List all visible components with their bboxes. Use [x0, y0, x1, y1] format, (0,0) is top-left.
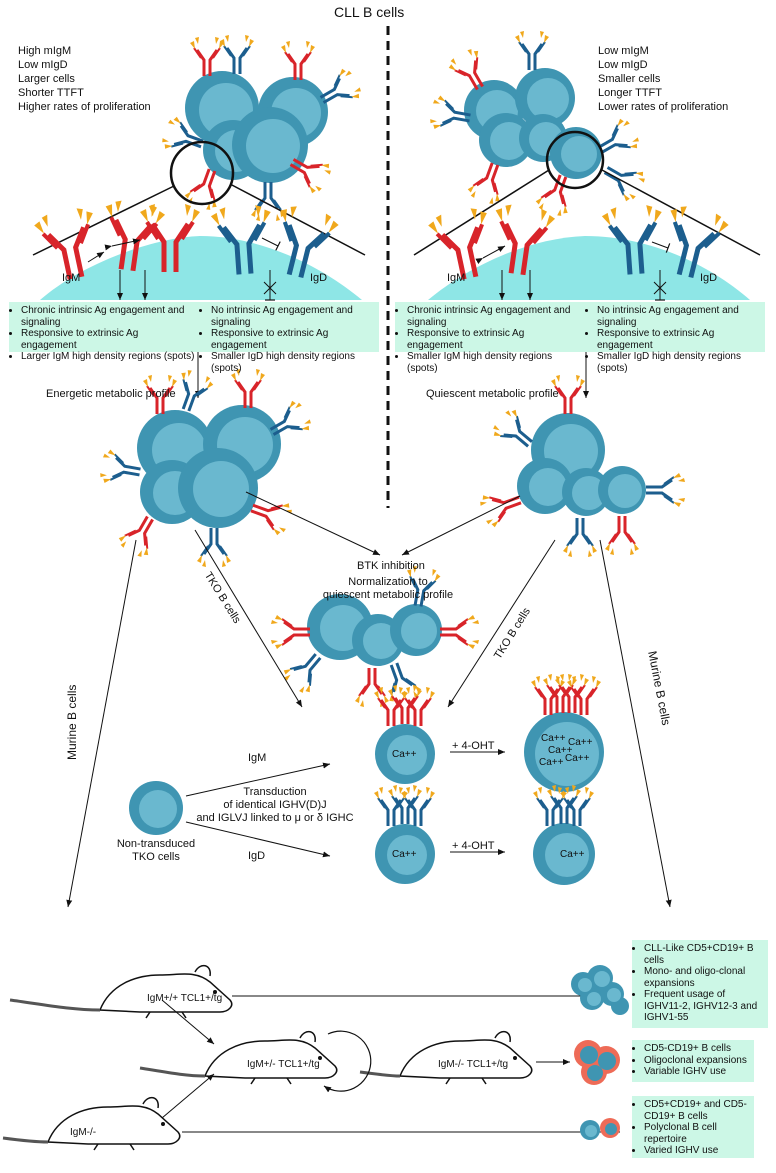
box-item: Chronic intrinsic Ag engagement and sign… [407, 305, 581, 328]
box-left-igd: No intrinsic Ag engagement and signaling… [199, 302, 379, 374]
box-item: Chronic intrinsic Ag engagement and sign… [21, 305, 195, 328]
energetic-cluster [97, 366, 316, 569]
box-right-igd: No intrinsic Ag engagement and signaling… [585, 302, 765, 374]
outcome-item: Varied IGHV use [644, 1145, 750, 1157]
zoom-circle-left [169, 140, 235, 206]
ca-label: Ca++ [568, 737, 593, 748]
left-trait: Larger cells [18, 73, 75, 85]
membrane-detail-left [33, 198, 362, 301]
outcome-box-1: CLL-Like CD5+CD19+ B cellsMono- and olig… [632, 940, 768, 1028]
left-trait: High mIgM [18, 45, 72, 57]
box-item: Responsive to extrinsic Ag engagement [21, 328, 195, 351]
left-traits: High mIgM Low mIgD Larger cells Shorter … [18, 44, 151, 114]
ohT-label-igd: + 4-OHT [452, 840, 495, 852]
normalization-label: Normalization to quiescent metabolic pro… [308, 576, 468, 602]
igm-label-right: IgM [447, 272, 466, 284]
right-trait: Low mIgM [598, 45, 649, 57]
normalization-line: Normalization to [348, 576, 428, 588]
outcome-item: Polyclonal B cell repertoire [644, 1122, 750, 1145]
outcome-cells-3 [580, 1118, 620, 1140]
nontransduced-cell [129, 781, 183, 835]
ca-label: Ca++ [565, 753, 590, 764]
cll-cluster-left-top [158, 33, 366, 223]
box-right-igm: Chronic intrinsic Ag engagement and sign… [395, 302, 585, 374]
btk-label: BTK inhibition [357, 560, 425, 572]
right-trait: Smaller cells [598, 73, 661, 85]
mouse3-label: IgM-/- TCL1+/tg [438, 1059, 509, 1070]
ca-label: Ca++ [541, 733, 566, 744]
left-trait: Low mIgD [18, 59, 68, 71]
igd-label-right: IgD [700, 272, 718, 284]
ca-label: Ca++ [392, 849, 417, 860]
box-item: Responsive to extrinsic Ag engagement [597, 328, 761, 351]
nontransduced-label: Non-transduced TKO cells [106, 838, 206, 864]
zoom-circle-right [545, 130, 605, 190]
igm-label-left: IgM [62, 272, 81, 284]
mouse-2 [139, 1030, 338, 1085]
box-item: Larger IgM high density regions (spots) [21, 351, 195, 363]
box-item: No intrinsic Ag engagement and signaling [597, 305, 761, 328]
nontransduced-line: TKO cells [132, 851, 180, 863]
transduction-line: of identical IGHV(D)J [223, 799, 327, 811]
nontransduced-line: Non-transduced [116, 838, 196, 850]
outcome-item: CD5-CD19+ B cells [644, 1043, 750, 1055]
right-trait: Lower rates of proliferation [598, 101, 729, 113]
right-trait: Longer TTFT [598, 87, 662, 99]
ca-label: Ca++ [539, 757, 564, 768]
transduction-line: Transduction [243, 786, 307, 798]
outcome-item: CD5+CD19+ and CD5-CD19+ B cells [644, 1099, 750, 1122]
mouse-4 [2, 1096, 181, 1151]
quiescent-label: Quiescent metabolic profile [426, 388, 559, 400]
outcome-item: Oligoclonal expansions [644, 1055, 750, 1067]
box-item: No intrinsic Ag engagement and signaling [211, 305, 375, 328]
right-traits: Low mIgM Low mIgD Smaller cells Longer T… [598, 44, 728, 114]
path-igd-label: IgD [248, 850, 266, 862]
normalized-cluster [269, 563, 481, 709]
box-left-igm: Chronic intrinsic Ag engagement and sign… [9, 302, 199, 362]
mouse1-label: IgM+/+ TCL1+/tg [147, 993, 223, 1004]
igd-label-left: IgD [310, 272, 328, 284]
outcome-box-3: CD5+CD19+ and CD5-CD19+ B cellsPolyclona… [632, 1096, 754, 1158]
mouse2-label: IgM+/- TCL1+/tg [247, 1059, 320, 1070]
tko-igm-cell-activated [524, 672, 604, 792]
left-trait: Shorter TTFT [18, 87, 84, 99]
transduction-line: and IGLVJ linked to μ or δ IGHC [196, 812, 354, 824]
transduction-label: Transduction of identical IGHV(D)J and I… [190, 786, 360, 825]
outcome-item: Mono- and oligo-clonal expansions [644, 966, 764, 989]
box-item: Smaller IgM high density regions (spots) [407, 351, 581, 374]
cll-cluster-right-top [427, 29, 650, 220]
mouse4-label: IgM-/- [70, 1127, 97, 1138]
outcome-item: Variable IGHV use [644, 1066, 750, 1078]
outcome-box-2: CD5-CD19+ B cellsOligoclonal expansionsV… [632, 1040, 754, 1082]
ca-label: Ca++ [548, 745, 573, 756]
box-item: Responsive to extrinsic Ag engagement [211, 328, 375, 351]
quiescent-cluster [476, 373, 687, 559]
murine-label-left: Murine B cells [65, 684, 79, 760]
box-item: Smaller IgD high density regions (spots) [597, 351, 761, 374]
figure-title: CLL B cells [334, 4, 405, 20]
mouse-3 [359, 1030, 533, 1085]
energetic-label: Energetic metabolic profile [46, 388, 176, 400]
tko-igm-cell [372, 683, 437, 784]
outcome-cells-2 [574, 1040, 620, 1085]
tko-igd-cell-activated [531, 783, 596, 885]
ca-label: Ca++ [560, 849, 585, 860]
ca-label: Ca++ [392, 749, 417, 760]
membrane-detail-right [427, 202, 750, 301]
left-trait: Higher rates of proliferation [18, 101, 151, 113]
outcome-item: Frequent usage of IGHV11-2, IGHV12-3 and… [644, 989, 764, 1024]
path-igm-label: IgM [248, 752, 267, 764]
tko-igd-cell [372, 783, 437, 884]
outcome-item: CLL-Like CD5+CD19+ B cells [644, 943, 764, 966]
outcome-cells-1 [571, 965, 629, 1015]
right-trait: Low mIgD [598, 59, 648, 71]
normalization-line: quiescent metabolic profile [322, 589, 454, 601]
ohT-label-igm: + 4-OHT [452, 740, 495, 752]
box-item: Smaller IgD high density regions (spots) [211, 351, 375, 374]
mouse-1 [9, 964, 233, 1019]
box-item: Responsive to extrinsic Ag engagement [407, 328, 581, 351]
